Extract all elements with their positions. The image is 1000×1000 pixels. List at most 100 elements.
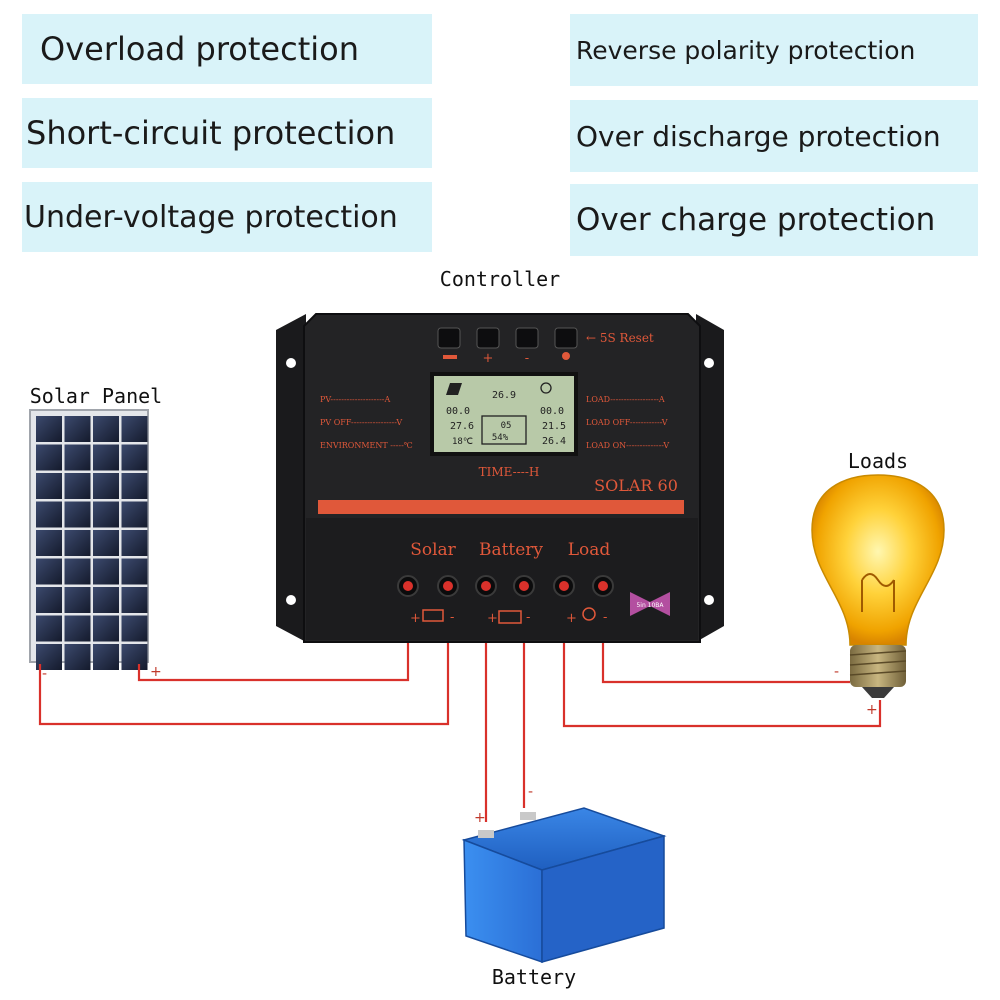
solar-terminal-minus: - xyxy=(450,610,454,625)
readout-load-on: LOAD ON--------------V xyxy=(586,441,669,450)
bulb-base-threads xyxy=(849,650,907,676)
car-battery xyxy=(461,807,667,964)
solar-cell xyxy=(121,644,148,670)
battery-negative-post xyxy=(520,812,536,820)
bulb-tip xyxy=(862,687,894,698)
load-terminal-plus: + xyxy=(566,611,577,626)
terminal-screw xyxy=(519,581,529,591)
battery-plus-mark: + xyxy=(474,810,486,826)
terminal-screw xyxy=(443,581,453,591)
solar-cell xyxy=(36,558,62,585)
feature-label: Short-circuit protection xyxy=(26,114,396,152)
reset-note: ← 5S Reset xyxy=(586,331,654,345)
light-bulb xyxy=(811,474,945,698)
lcd-center-bot: 54% xyxy=(492,433,509,443)
time-label: TIME----H xyxy=(479,465,540,479)
controller-label: Controller xyxy=(440,267,560,291)
minus-button[interactable] xyxy=(515,327,539,349)
solar-cell xyxy=(36,444,62,471)
solar-cell xyxy=(121,558,148,585)
battery-side xyxy=(541,835,665,963)
controller-bottom-section xyxy=(306,518,698,640)
terminal-screw xyxy=(403,581,413,591)
lcd-battery-icon xyxy=(481,415,527,445)
terminal-label-battery: Battery xyxy=(479,540,543,560)
controller-badge-text: 5in 10BA xyxy=(636,602,664,609)
feature-label: Under-voltage protection xyxy=(24,199,398,235)
readout-pv: PV--------------------A xyxy=(320,395,390,404)
controller-mount-left xyxy=(276,314,306,642)
solar-cell xyxy=(64,615,91,642)
battery-terminal-plus: + xyxy=(487,611,498,626)
lcd-right-bot: 26.4 xyxy=(542,436,566,447)
solar-cell xyxy=(121,501,148,528)
bulb-filament xyxy=(861,573,895,612)
load-button[interactable] xyxy=(554,327,578,349)
feature-over-charge: Over charge protection xyxy=(570,184,978,256)
load-terminal-icon xyxy=(582,607,596,621)
battery-terminal-minus: - xyxy=(526,610,530,625)
solar-cell xyxy=(93,473,119,499)
feature-label: Reverse polarity protection xyxy=(576,35,916,65)
controller-mount-right xyxy=(696,314,724,642)
feature-label: Over charge protection xyxy=(576,202,936,238)
feature-label: Overload protection xyxy=(40,30,359,68)
solar-cell xyxy=(64,644,91,670)
lcd-bulb-icon xyxy=(540,382,552,394)
minus-button-icon: - xyxy=(525,351,529,366)
menu-button-icon xyxy=(443,355,457,359)
solar-cell xyxy=(64,501,91,528)
solar-cell xyxy=(121,530,148,556)
readout-load: LOAD------------------A xyxy=(586,395,665,404)
battery-minus-mark: - xyxy=(528,784,533,800)
lcd-center-top: 05 xyxy=(501,421,512,431)
load-minus-mark: - xyxy=(834,664,839,680)
terminal-screw xyxy=(559,581,569,591)
battery-positive-post xyxy=(478,830,494,838)
solar-terminal-icon xyxy=(422,609,444,622)
bulb-base xyxy=(850,645,906,687)
mount-hole xyxy=(704,595,714,605)
solar-cell xyxy=(121,473,148,499)
load-plus-mark: + xyxy=(866,702,878,718)
lcd-right-mid: 21.5 xyxy=(542,421,566,432)
lcd-left-bot: 18℃ xyxy=(452,437,473,447)
feature-short-circuit: Short-circuit protection xyxy=(22,98,432,168)
terminal-screw xyxy=(481,581,491,591)
menu-button[interactable] xyxy=(437,327,461,349)
feature-over-discharge: Over discharge protection xyxy=(570,100,978,172)
solar-terminal-plus: + xyxy=(410,611,421,626)
feature-reverse-polarity: Reverse polarity protection xyxy=(570,14,978,86)
mount-hole xyxy=(286,595,296,605)
solar-cell xyxy=(93,644,119,670)
plus-button[interactable] xyxy=(476,327,500,349)
lcd-right-top: 00.0 xyxy=(540,406,564,417)
solar-cell xyxy=(36,416,62,442)
solar-cell xyxy=(64,444,91,471)
solar-cell xyxy=(121,416,148,442)
battery-terminal-icon xyxy=(498,610,522,624)
solar-cells xyxy=(36,416,148,670)
solar-plus-mark: + xyxy=(150,664,162,680)
feature-under-voltage: Under-voltage protection xyxy=(22,182,432,252)
model-name: SOLAR 60 xyxy=(594,476,678,495)
battery-label: Battery xyxy=(492,965,576,989)
lcd-left-mid: 27.6 xyxy=(450,421,474,432)
solar-cell xyxy=(36,473,62,499)
loads-label: Loads xyxy=(848,449,908,473)
solar-cell xyxy=(121,587,148,613)
feature-overload: Overload protection xyxy=(22,14,432,84)
controller-badge xyxy=(630,592,670,616)
terminal-label-load: Load xyxy=(568,540,611,560)
bulb-glass xyxy=(811,474,945,646)
solar-cell xyxy=(36,587,62,613)
feature-label: Over discharge protection xyxy=(576,119,941,153)
solar-cell xyxy=(93,615,119,642)
solar-cell xyxy=(121,615,148,642)
solar-cell xyxy=(93,587,119,613)
solar-cell xyxy=(64,416,91,442)
solar-cell xyxy=(64,530,91,556)
solar-cell xyxy=(93,558,119,585)
load-terminal-minus: - xyxy=(603,610,607,625)
